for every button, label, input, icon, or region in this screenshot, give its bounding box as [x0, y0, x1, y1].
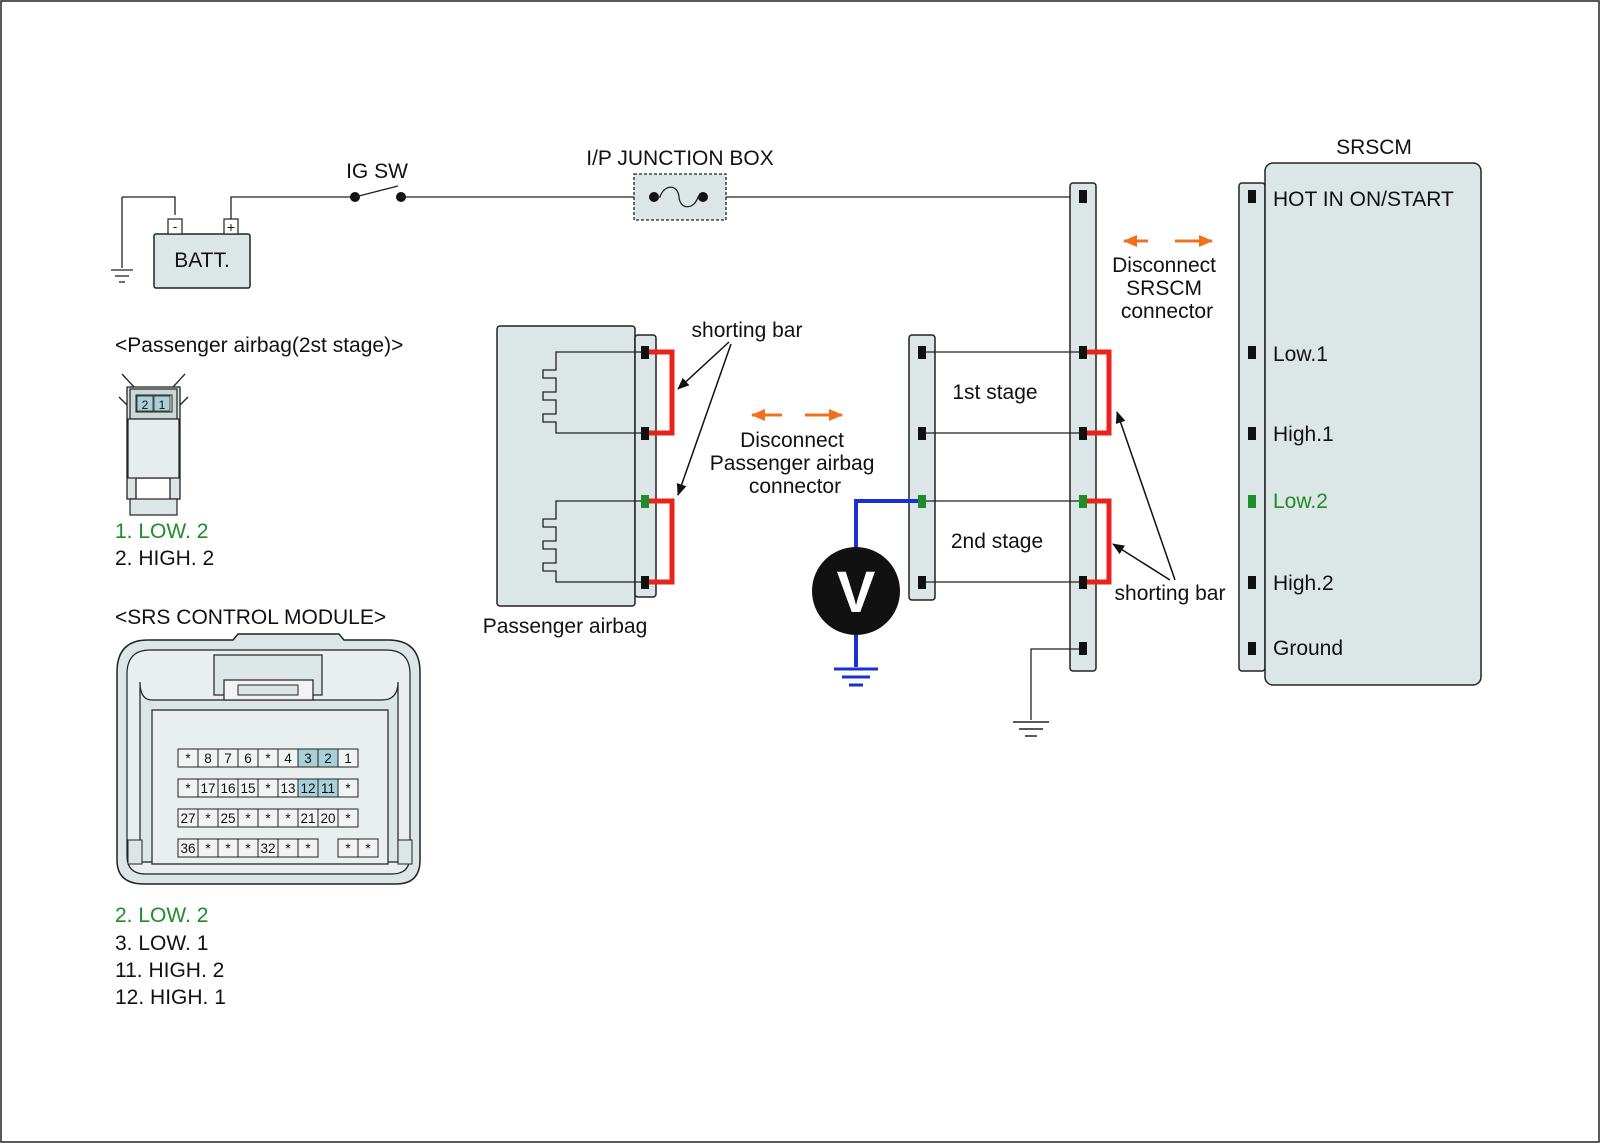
- srs-pin-label: 27: [180, 811, 195, 826]
- first-stage-label: 1st stage: [952, 381, 1037, 404]
- srs-pin-cell: [297, 838, 319, 858]
- srs-pin-label: *: [245, 811, 251, 826]
- srs-pin-label: *: [345, 811, 351, 826]
- srs-pin-label: *: [205, 841, 211, 856]
- shorting-bar-airbag-1: [649, 349, 675, 436]
- srs-pin-label: *: [285, 841, 291, 856]
- srs-pin-label: *: [285, 811, 291, 826]
- srscm-module: SRSCM HOT IN ON/START Low.1 High.1 Low.2…: [1238, 136, 1482, 686]
- passenger-airbag-label: Passenger airbag: [483, 615, 648, 638]
- battery-label: BATT.: [174, 249, 230, 272]
- srs-pin-label: 17: [200, 781, 215, 796]
- srs-module-legend-4: 12. HIGH. 1: [115, 986, 226, 1009]
- srscm-terminal-high1: High.1: [1273, 423, 1334, 446]
- ig-sw-label: IG SW: [346, 160, 408, 183]
- srs-pin-label: 20: [320, 811, 335, 826]
- airbag-connector-legend-1: 1. LOW. 2: [115, 520, 208, 543]
- srs-pin-label: *: [305, 841, 311, 856]
- passenger-airbag: [496, 325, 675, 607]
- shorting-bar-1st-stage: [1087, 349, 1112, 436]
- srs-pin-label: *: [365, 841, 371, 856]
- srs-pin-label: 13: [280, 781, 295, 796]
- srs-pin-label: 7: [224, 751, 232, 766]
- srs-pin-label: *: [185, 751, 191, 766]
- voltmeter-symbol: V: [837, 560, 876, 625]
- srs-pin-label: *: [225, 841, 231, 856]
- srs-pin-label: *: [245, 841, 251, 856]
- srs-pin-label: 32: [260, 841, 275, 856]
- srs-pin-label: 15: [240, 781, 255, 796]
- srs-pin-cell: [337, 808, 359, 828]
- airbag-connector-icon: 2 1: [118, 373, 189, 516]
- srs-pin-cell: [357, 838, 379, 858]
- airbag-connector-legend-2: 2. HIGH. 2: [115, 547, 214, 570]
- disconnect-airbag-label: Disconnect Passenger airbag connector: [710, 429, 880, 498]
- shorting-bar-2nd-stage: [1087, 498, 1112, 585]
- srs-pin-label: *: [345, 841, 351, 856]
- srs-pin-label: 16: [220, 781, 235, 796]
- ip-junction-box: [633, 173, 727, 221]
- disconnect-srscm-label: Disconnect SRSCM connector: [1112, 254, 1222, 323]
- shorting-bar-label-right: shorting bar: [1115, 582, 1226, 605]
- srs-pin-label: *: [265, 751, 271, 766]
- srs-pin-label: *: [205, 811, 211, 826]
- srs-module-legend-1: 2. LOW. 2: [115, 904, 208, 927]
- shorting-bar-label-airbag: shorting bar: [692, 319, 803, 342]
- srs-module-connector-title: <SRS CONTROL MODULE>: [115, 606, 386, 629]
- fuse-icon: [649, 186, 708, 208]
- srs-pin-label: 21: [300, 811, 315, 826]
- srs-pin-label: 8: [204, 751, 212, 766]
- airbag-pin-2: 2: [142, 398, 149, 412]
- shorting-bar-airbag-2: [649, 498, 675, 585]
- srs-pin-label: 6: [244, 751, 252, 766]
- airbag-connector-title: <Passenger airbag(2st stage)>: [115, 334, 403, 357]
- srscm-title: SRSCM: [1336, 136, 1412, 159]
- junction-box-label: I/P JUNCTION BOX: [586, 147, 773, 170]
- srscm-terminal-hot-in: HOT IN ON/START: [1273, 188, 1454, 211]
- harness-ground-icon: [1013, 721, 1049, 737]
- battery-ground-icon: [111, 269, 133, 283]
- srs-pin-label: *: [345, 781, 351, 796]
- voltmeter-ground-icon: [834, 667, 878, 687]
- battery-plus-label: +: [227, 219, 235, 235]
- second-stage-label: 2nd stage: [951, 530, 1043, 553]
- srs-pin-label: 12: [300, 781, 315, 796]
- airbag-pin-1: 1: [159, 398, 166, 412]
- srs-pin-label: 11: [321, 781, 335, 796]
- srscm-terminal-high2: High.2: [1273, 572, 1334, 595]
- power-circuit: - + BATT. IG SW I/P JUNCTION BOX: [111, 147, 1084, 289]
- srs-pin-label: *: [185, 781, 191, 796]
- srs-pin-label: 4: [284, 751, 292, 766]
- srscm-harness-connector: [1013, 182, 1112, 737]
- srs-pin-label: 1: [344, 751, 352, 766]
- battery-minus-label: -: [173, 219, 177, 234]
- srs-pin-cell: [337, 748, 359, 768]
- srs-pin-label: 2: [324, 751, 332, 766]
- srs-pin-label: 3: [304, 751, 312, 766]
- srs-pin-cell: [337, 778, 359, 798]
- srs-pin-label: *: [265, 781, 271, 796]
- srs-pin-label: 36: [180, 841, 195, 856]
- srs-pin-label: 25: [220, 811, 235, 826]
- srscm-terminal-low2: Low.2: [1273, 490, 1328, 513]
- battery-negative-terminal: [167, 218, 183, 235]
- srs-module-legend-2: 3. LOW. 1: [115, 932, 208, 955]
- ignition-switch: [350, 185, 406, 202]
- voltmeter: V: [812, 499, 918, 687]
- srscm-terminal-low1: Low.1: [1273, 343, 1328, 366]
- airbag-harness-connector: [908, 334, 1079, 601]
- srs-pin-label: *: [265, 811, 271, 826]
- srscm-terminal-ground: Ground: [1273, 637, 1343, 660]
- srs-module-legend-3: 11. HIGH. 2: [115, 959, 224, 982]
- battery: [153, 233, 251, 289]
